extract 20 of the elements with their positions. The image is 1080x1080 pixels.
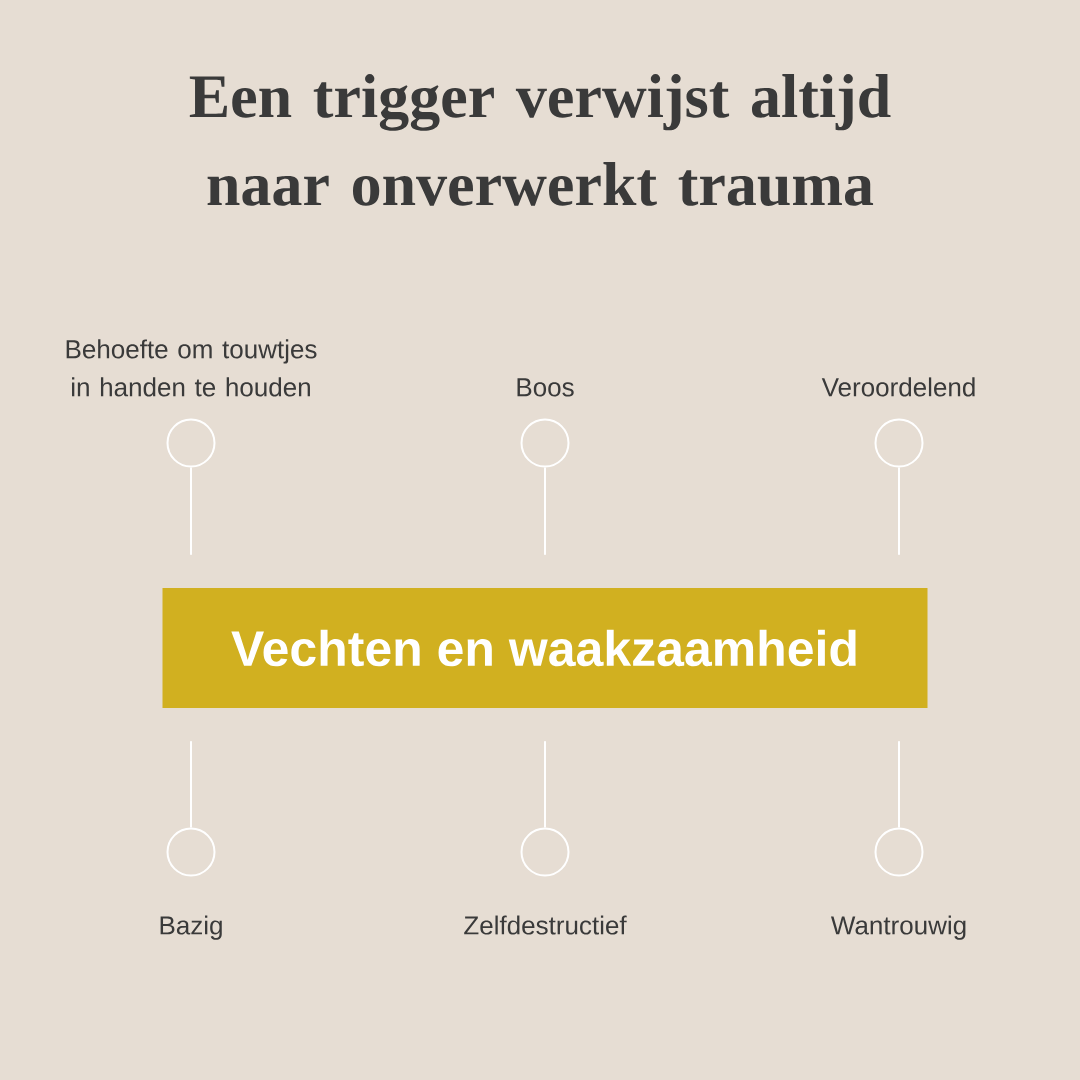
trait-label: Boos	[517, 378, 574, 397]
connector-line	[898, 740, 900, 829]
circle-marker	[520, 418, 570, 468]
connector-line	[190, 466, 192, 556]
circle-marker	[874, 827, 924, 877]
trait-label: Bazig	[160, 915, 222, 940]
trait-label: Veroordelend	[821, 377, 975, 397]
connector-line	[898, 466, 900, 556]
title: Een trigger verwijst altijd naar onverwerkt trauma	[189, 74, 891, 206]
connector-line	[190, 740, 192, 829]
title-box: Vechten en waakzaamheid	[162, 588, 928, 708]
trait-label: Behoefte om touwtjes in handen te houden	[66, 339, 317, 397]
circle-marker	[520, 827, 570, 877]
circle-marker	[874, 418, 924, 468]
connector-line	[544, 466, 546, 556]
trait-label: Zelfdestructief	[464, 915, 627, 935]
circle-marker	[166, 418, 216, 468]
connector-line	[544, 740, 546, 829]
circle-marker	[166, 827, 216, 877]
trait-label: Wantrouwig	[830, 915, 966, 940]
